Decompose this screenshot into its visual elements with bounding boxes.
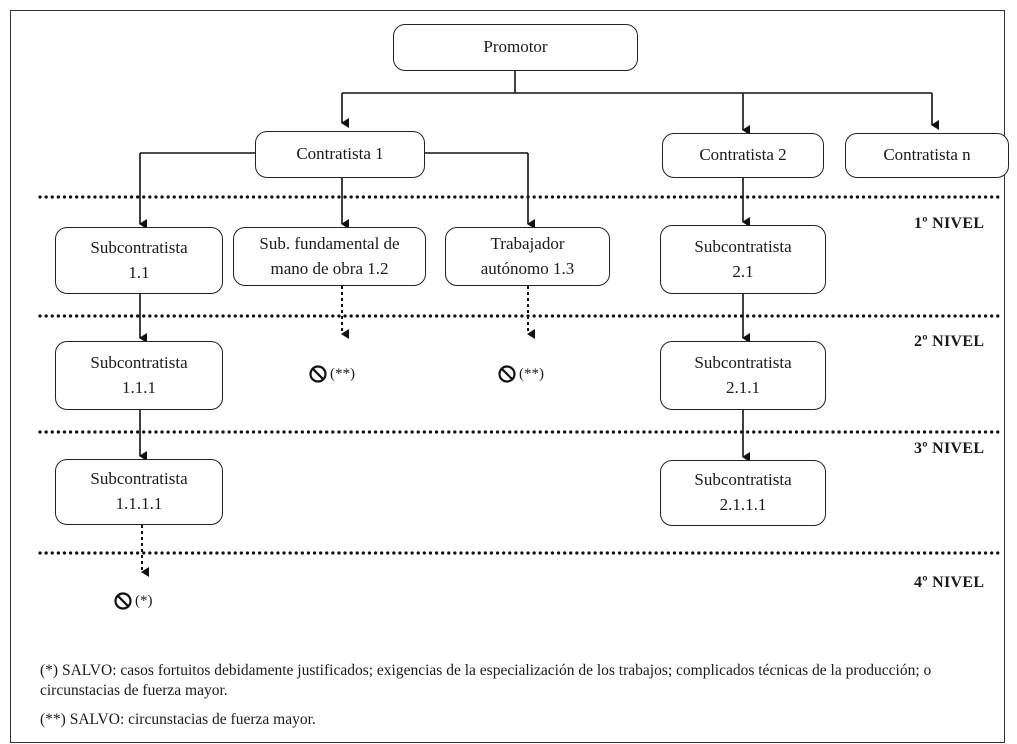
- prohibited-icon: [309, 365, 327, 383]
- node-label-line-1: Sub. fundamental de: [259, 233, 400, 253]
- prohibition-note-ref: (*): [135, 592, 153, 609]
- node-label-line-1: Subcontratista: [694, 236, 792, 256]
- node-sub-fundamental-1-2: Sub. fundamental de mano de obra 1.2: [233, 227, 426, 286]
- node-label-line-2: autónomo 1.3: [480, 258, 575, 278]
- node-subcontratista-1-1-1-1: Subcontratista 1.1.1.1: [55, 459, 223, 525]
- prohibition-marker-1-2: (**): [308, 364, 355, 384]
- node-contratista-n: Contratista n: [845, 133, 1009, 178]
- node-label-line-2: 1.1: [128, 262, 150, 282]
- node-label: Contratista n: [883, 145, 971, 165]
- prohibited-icon: [114, 592, 132, 610]
- level-label-4: 4º NIVEL: [914, 574, 985, 591]
- node-label-line-1: Subcontratista: [694, 470, 792, 490]
- node-promotor: Promotor: [393, 24, 638, 71]
- node-label-line-2: mano de obra 1.2: [270, 258, 389, 278]
- node-label-line-2: 2.1.1: [725, 377, 760, 397]
- node-label-line-1: Trabajador: [490, 233, 565, 253]
- level-label-3: 3º NIVEL: [914, 440, 985, 457]
- node-label: Contratista 1: [296, 144, 384, 164]
- node-label: Promotor: [483, 37, 548, 57]
- prohibited-icon: [498, 365, 516, 383]
- level-separators: [38, 195, 1002, 555]
- node-contratista-1: Contratista 1: [255, 131, 425, 178]
- level-label-1: 1º NIVEL: [914, 215, 985, 232]
- node-label-line-2: 1.1.1: [121, 377, 156, 397]
- node-label-line-2: 1.1.1.1: [115, 494, 163, 513]
- node-subcontratista-1-1: Subcontratista 1.1: [55, 227, 223, 294]
- prohibition-marker-1-3: (**): [497, 364, 544, 384]
- node-subcontratista-2-1-1: Subcontratista 2.1.1: [660, 341, 826, 410]
- node-contratista-2: Contratista 2: [662, 133, 824, 178]
- node-label-line-2: 2.1.1.1: [719, 495, 767, 514]
- node-label: Contratista 2: [699, 145, 787, 165]
- prohibition-note-ref: (**): [330, 365, 355, 382]
- prohibition-note-ref: (**): [519, 365, 544, 382]
- node-label-line-1: Subcontratista: [90, 469, 188, 489]
- node-label-line-2: 2.1: [732, 261, 754, 281]
- node-trabajador-autonomo-1-3: Trabajador autónomo 1.3: [445, 227, 610, 286]
- level-label-2: 2º NIVEL: [914, 333, 985, 350]
- footnote-double-star: (**) SALVO: circunstacias de fuerza mayo…: [40, 711, 316, 728]
- node-subcontratista-2-1-1-1: Subcontratista 2.1.1.1: [660, 460, 826, 526]
- prohibition-marker-1-1-1-1: (*): [113, 591, 153, 611]
- node-subcontratista-2-1: Subcontratista 2.1: [660, 225, 826, 294]
- node-label-line-1: Subcontratista: [694, 352, 792, 372]
- node-subcontratista-1-1-1: Subcontratista 1.1.1: [55, 341, 223, 410]
- footnote-single-star: (*) SALVO: casos fortuitos debidamente j…: [40, 662, 932, 700]
- node-label-line-1: Subcontratista: [90, 352, 188, 372]
- node-label-line-1: Subcontratista: [90, 237, 188, 257]
